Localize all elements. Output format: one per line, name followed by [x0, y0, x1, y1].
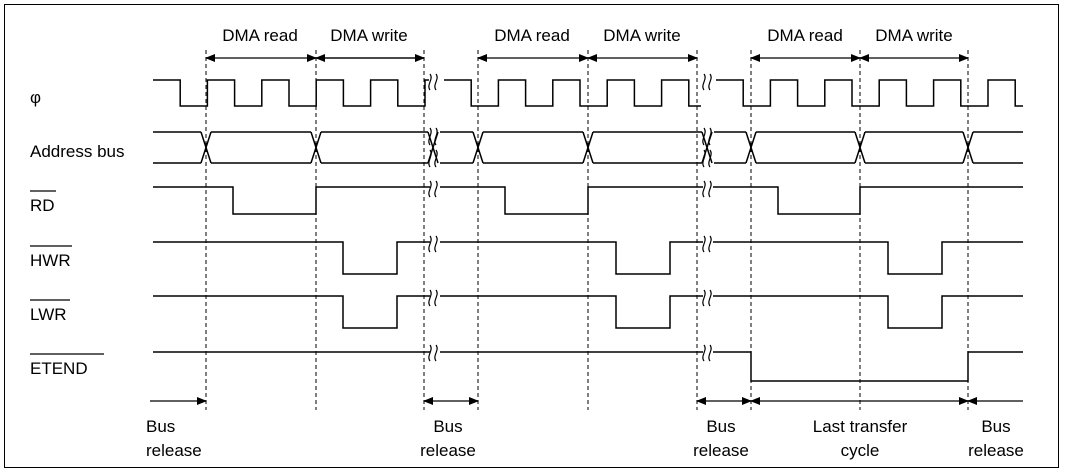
break-b-hwr-0 [702, 235, 706, 253]
rd-wave-2 [440, 186, 703, 215]
lwr-wave-1 [153, 295, 430, 329]
break-b-addr-bottom-1 [708, 149, 712, 168]
phase-label-dma-read-2: DMA read [494, 26, 570, 45]
address-transition-7-b [962, 131, 974, 164]
bus-release-label-4b: release [968, 441, 1024, 460]
phase-label-dma-read-1: DMA read [222, 26, 298, 45]
bus-release-label-1b: release [146, 441, 202, 460]
break-a-addr-top-0 [428, 127, 432, 146]
signal-label-clock: φ [30, 88, 41, 107]
address-transition-1-b [200, 131, 212, 164]
bus-release-label-4a: Bus [981, 417, 1010, 436]
cycle-boundary-lines [205, 50, 969, 410]
bus-release-label-3b: release [693, 441, 749, 460]
signal-label-hwr: HWR [30, 245, 72, 270]
address-transition-3-b [472, 131, 484, 164]
address-transition-6-b [854, 131, 866, 164]
break-b-lwr-0 [702, 289, 706, 307]
address-transition-4-b [582, 131, 594, 164]
break-b-etend-1 [708, 344, 712, 362]
dimension-arrows [150, 54, 1023, 405]
phase-label-dma-write-3: DMA write [875, 26, 952, 45]
break-a-lwr-1 [434, 289, 438, 307]
break-a-clock-1 [434, 73, 438, 91]
lwr-wave-2 [440, 295, 703, 329]
break-a-addr-top-1 [434, 127, 438, 146]
phase-label-dma-write-1: DMA write [330, 26, 407, 45]
break-a-rd-1 [434, 180, 438, 198]
bus-release-label-2a: Bus [433, 417, 462, 436]
address-transition-5-b [745, 131, 757, 164]
time-break-marks [428, 73, 712, 362]
break-b-addr-bottom-0 [702, 149, 706, 168]
break-a-rd-0 [428, 180, 432, 198]
phase-label-dma-read-3: DMA read [767, 26, 843, 45]
etend-wave-3 [713, 351, 1023, 382]
break-a-etend-1 [434, 344, 438, 362]
break-b-rd-1 [708, 180, 712, 198]
hwr-wave-1 [153, 241, 430, 275]
bus-release-label-1a: Bus [146, 417, 175, 436]
rd-wave-1 [153, 186, 430, 215]
svg-text:HWR: HWR [30, 251, 71, 270]
break-a-etend-0 [428, 344, 432, 362]
break-a-addr-bottom-0 [428, 149, 432, 168]
break-b-rd-0 [702, 180, 706, 198]
lwr-wave-3-placeholder [713, 296, 1023, 381]
svg-text:LWR: LWR [30, 305, 67, 324]
signal-label-rd: RD [30, 190, 56, 215]
bus-release-label-3a: Bus [706, 417, 735, 436]
svg-text:RD: RD [30, 196, 55, 215]
break-b-clock-0 [702, 73, 706, 91]
address-transition-2-b [310, 131, 322, 164]
hwr-wave-2 [440, 241, 703, 275]
svg-text:ETEND: ETEND [30, 359, 88, 378]
signal-label-etend: ETEND [30, 353, 104, 378]
signal-label-address-bus: Address bus [30, 142, 125, 161]
lwr-wave-3 [713, 295, 1023, 329]
signal-waveforms [153, 79, 1023, 382]
rd-wave-3 [713, 186, 1023, 215]
break-a-hwr-0 [428, 235, 432, 253]
hwr-wave-3 [713, 241, 1023, 275]
break-b-addr-top-1 [708, 127, 712, 146]
break-a-hwr-1 [434, 235, 438, 253]
last-transfer-label-b: cycle [841, 441, 880, 460]
clock-wave-1 [153, 79, 429, 107]
break-a-addr-bottom-1 [434, 149, 438, 168]
bus-release-label-2b: release [420, 441, 476, 460]
break-b-addr-top-0 [702, 127, 706, 146]
break-a-clock-0 [428, 73, 432, 91]
break-b-clock-1 [708, 73, 712, 91]
phase-label-dma-write-2: DMA write [603, 26, 680, 45]
break-b-lwr-1 [708, 289, 712, 307]
clock-wave-3 [716, 79, 1023, 107]
break-b-hwr-1 [708, 235, 712, 253]
last-transfer-label-a: Last transfer [813, 417, 908, 436]
clock-wave-2 [444, 79, 701, 107]
break-a-lwr-0 [428, 289, 432, 307]
signal-label-lwr: LWR [30, 299, 70, 324]
break-b-etend-0 [702, 344, 706, 362]
